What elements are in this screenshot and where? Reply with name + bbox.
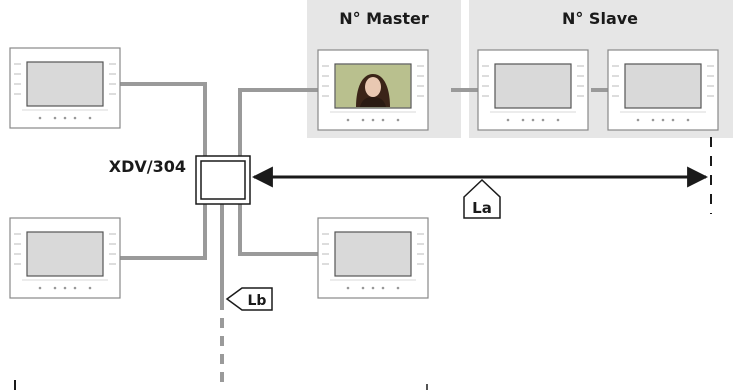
cable-bottom-left [110, 202, 207, 260]
cables [110, 82, 608, 310]
lb-label: Lb [248, 293, 267, 309]
la-label: La [472, 199, 492, 217]
slave-header: N° Slave [562, 9, 638, 28]
cable-master [238, 88, 318, 158]
cable-top-left [110, 82, 207, 158]
monitor-slave-2 [607, 49, 719, 131]
monitor-top-left [9, 47, 121, 129]
master-header: N° Master [339, 9, 429, 28]
monitor-bottom-center [317, 217, 429, 299]
monitor-slave-1 [477, 49, 589, 131]
monitor-master [317, 49, 429, 131]
monitor-bottom-left [9, 217, 121, 299]
lb-tag: Lb [225, 287, 273, 311]
cable-bottom-center [238, 202, 318, 256]
caller-video-image [336, 65, 410, 107]
xdv304-label: XDV/304 [109, 157, 186, 176]
xdv304-distributor [195, 155, 251, 205]
la-tag: La [463, 178, 501, 219]
